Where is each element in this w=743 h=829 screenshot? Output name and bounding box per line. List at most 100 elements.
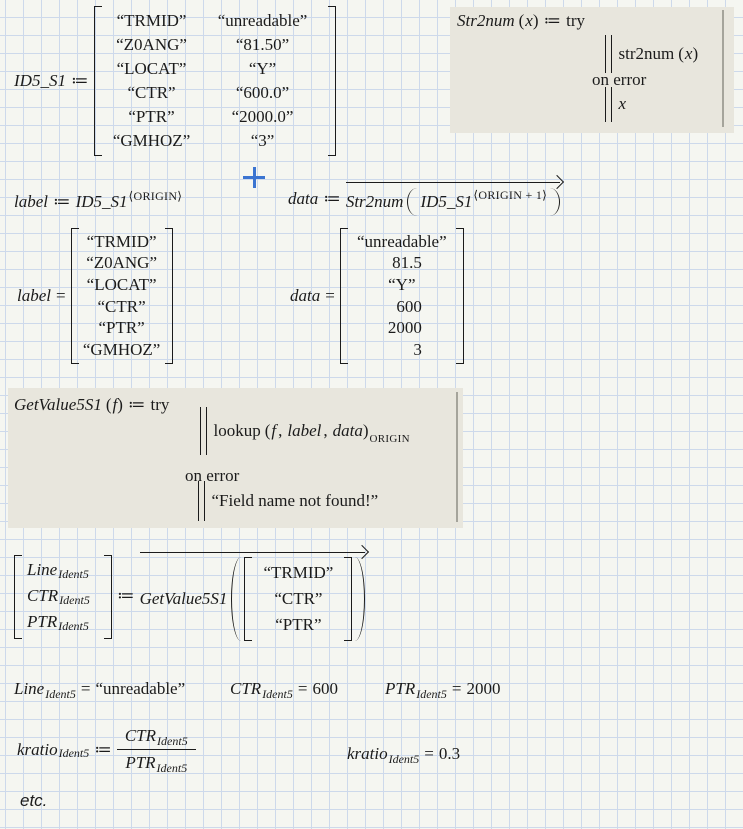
var-label: label — [17, 285, 51, 305]
data-result-vector: “unreadable” 81.5 “Y” 600 2000 3 — [339, 228, 464, 364]
var-label: label — [14, 192, 48, 211]
equals-operator: = — [297, 679, 308, 698]
var-data: data — [332, 420, 363, 440]
equals-operator: = — [80, 679, 91, 698]
result-value: 2000 — [466, 679, 501, 698]
var-id5s1: ID5_S1 — [75, 192, 128, 211]
keyword-on-error: on error — [592, 70, 647, 89]
var-id5s1: ID5_S1 — [420, 191, 473, 211]
var-id5s1: ID5_S1 — [14, 70, 66, 90]
vector-cell: “unreadable” — [356, 231, 447, 251]
keyword-try: try — [150, 395, 170, 414]
region-data-definition[interactable]: data ≔ Str2num ID5_S1 ⟨ORIGIN + 1⟩ — [288, 182, 561, 217]
matrix-cell: “2000.0” — [231, 106, 294, 126]
subscript-ident5: Ident5 — [58, 567, 89, 582]
matrix-cell: “TRMID” — [116, 10, 187, 30]
assign-operator: ≔ — [53, 192, 71, 211]
comma: , — [278, 420, 283, 440]
region-label-evaluation[interactable]: label = “TRMID” “Z0ANG” “LOCAT” “CTR” “P… — [17, 228, 173, 364]
program-branch-bar — [200, 407, 207, 455]
vector-cell: “Z0ANG” — [86, 253, 157, 273]
origin-subscript: ORIGIN — [369, 432, 410, 445]
matrix-cell: “PTR” — [128, 106, 175, 126]
builtin-str2num: str2num — [618, 43, 675, 63]
var-data: data — [288, 189, 319, 209]
matrix-cell: “CTR” — [127, 82, 176, 102]
vector-cell: “Y” — [388, 274, 416, 294]
region-data-evaluation[interactable]: data = “unreadable” 81.5 “Y” 600 2000 3 — [290, 228, 464, 364]
subscript-ident5: Ident5 — [58, 619, 89, 634]
arg-vector: “TRMID” “CTR” “PTR” — [244, 557, 353, 641]
region-getvalue5s1-definition[interactable]: GetValue5S1 ( f ) ≔ try lookup ( f , lab… — [8, 388, 463, 528]
assign-operator: ≔ — [127, 395, 146, 414]
matrix-cell: “Y” — [248, 58, 277, 78]
vector-cell: “CTR” — [274, 588, 323, 608]
subscript-ident5: Ident5 — [58, 746, 90, 761]
close-paren: ) — [362, 420, 369, 440]
var-ctr: CTR — [124, 726, 157, 745]
vector-cell: “GMHOZ” — [82, 339, 161, 359]
close-paren — [549, 188, 561, 216]
equals-operator: = — [325, 285, 335, 305]
equals-operator: = — [451, 679, 462, 698]
fn-str2num-name: Str2num — [345, 191, 404, 211]
var-line: Line — [14, 679, 45, 698]
subscript-ident5: Ident5 — [262, 687, 293, 701]
region-label-definition[interactable]: label ≔ ID5_S1 ⟨ORIGIN⟩ — [14, 189, 183, 212]
id5s1-matrix: “TRMID” “unreadable” “Z0ANG” “81.50” “LO… — [93, 6, 336, 156]
var-kratio: kratio — [347, 744, 388, 763]
vector-cell: 3 — [413, 339, 422, 359]
vector-cell: 600 — [396, 296, 422, 316]
fn-getvalue-name: GetValue5S1 — [14, 395, 102, 414]
fn-arg: x — [525, 11, 533, 30]
etc-note: etc. — [20, 791, 47, 811]
var-data: data — [290, 285, 321, 305]
program-branch-bar — [605, 35, 612, 73]
program-branch-bar — [605, 87, 612, 122]
program-edge-bar — [722, 10, 724, 127]
open-paren: ( — [678, 43, 684, 63]
vector-cell: “LOCAT” — [86, 274, 157, 294]
result-value: 600 — [312, 679, 338, 698]
fraction: CTRIdent5 PTRIdent5 — [116, 726, 196, 776]
subscript-ident5: Ident5 — [156, 761, 188, 776]
result-value: “unreadable” — [95, 679, 186, 698]
vector-cell: “TRMID” — [86, 231, 157, 251]
subscript-ident5: Ident5 — [59, 593, 90, 608]
vectorize-arrow-icon — [139, 552, 366, 553]
vector-cell: “CTR” — [97, 296, 146, 316]
matrix-cell: “81.50” — [235, 34, 290, 54]
assign-operator: ≔ — [70, 70, 89, 90]
var-ptr: PTR — [385, 679, 416, 698]
matrix-cell: “3” — [250, 130, 275, 150]
etc-text: etc. — [20, 791, 48, 810]
fn-str2num-name: Str2num — [457, 11, 515, 30]
equals-operator: = — [56, 285, 66, 305]
fn-getvalue-name: GetValue5S1 — [139, 588, 228, 608]
close-paren: ) — [692, 43, 699, 63]
error-string: “Field name not found!” — [211, 490, 379, 510]
crosshair-cursor-icon — [243, 167, 265, 188]
column-superscript: ⟨ORIGIN + 1⟩ — [473, 187, 548, 202]
vector-cell: “TRMID” — [263, 562, 334, 582]
fn-arg: x — [684, 43, 693, 63]
var-line: Line — [27, 560, 58, 580]
region-str2num-definition[interactable]: Str2num ( x ) ≔ try str2num ( x ) on err… — [450, 7, 734, 133]
label-result-vector: “TRMID” “Z0ANG” “LOCAT” “CTR” “PTR” “GMH… — [70, 228, 173, 364]
region-id5s1-definition[interactable]: ID5_S1 ≔ “TRMID” “unreadable” “Z0ANG” “8… — [14, 6, 336, 156]
open-paren — [407, 188, 418, 216]
subscript-ident5: Ident5 — [388, 752, 420, 766]
fn-arg: f — [112, 395, 118, 414]
subscript-ident5: Ident5 — [157, 734, 188, 748]
column-superscript: ⟨ORIGIN⟩ — [128, 189, 183, 203]
var-ptr: PTR — [125, 753, 156, 773]
